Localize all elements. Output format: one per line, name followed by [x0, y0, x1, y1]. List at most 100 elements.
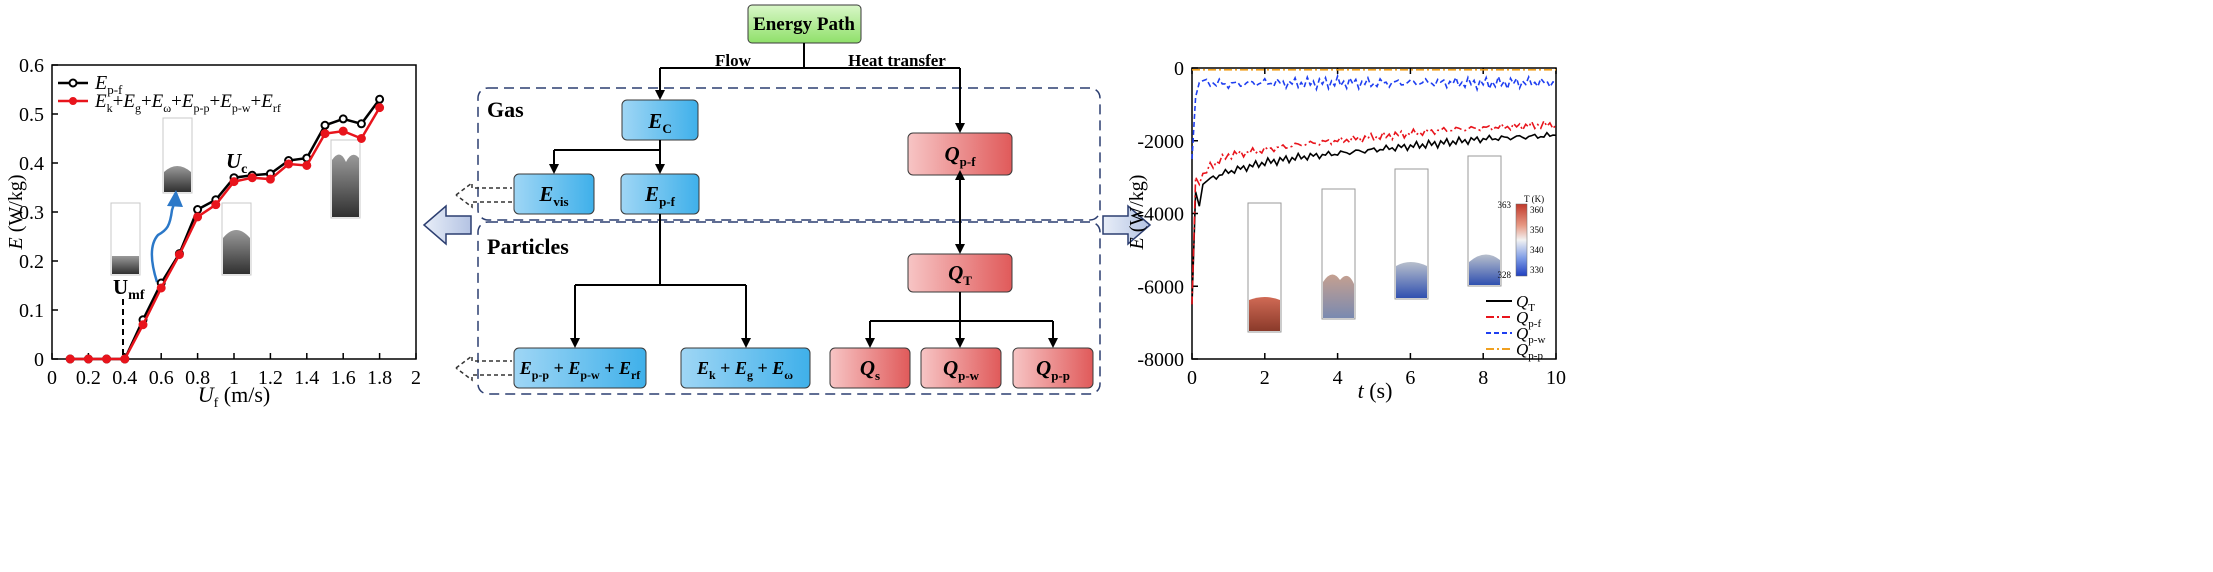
right-y-tick-label: -6000: [1137, 276, 1184, 298]
left-series-point-1: [102, 354, 112, 364]
left-series-point-0: [375, 94, 385, 104]
colorbar-tick-340: 340: [1530, 245, 1544, 255]
colorbar-tick-328: 328: [1498, 270, 1512, 280]
legend-label-qt: QT: [1516, 292, 1535, 314]
left-series-point-1: [356, 134, 366, 143]
legend-label-qpw: Qp-w: [1516, 324, 1545, 346]
right-x-tick-label: 4: [1333, 367, 1343, 389]
left-series-point-1: [320, 129, 330, 139]
right-bed-insets: [1247, 155, 1502, 333]
left-series-point-1: [229, 177, 239, 187]
right-y-tick-label: 0: [1174, 58, 1184, 80]
left-series-point-1: [375, 103, 385, 113]
left-series-point-1: [120, 354, 130, 364]
energy-path-label: Energy Path: [753, 14, 855, 35]
legend-label-epf: Ep-f: [94, 72, 123, 97]
colorbar-title: T (K): [1524, 194, 1544, 204]
gas-output-arrow: [455, 181, 512, 209]
left-x-tick-label: 1.4: [294, 367, 319, 389]
left-big-arrow: [422, 204, 472, 246]
left-y-tick-label: 0.3: [19, 202, 44, 224]
left-x-tick-label: 1.2: [258, 367, 283, 389]
temp-inset-3-particles: [1396, 262, 1427, 298]
left-series-point-1: [265, 174, 275, 184]
left-y-axis-label: E (W/kg): [5, 175, 27, 251]
particles-region: [477, 221, 1101, 395]
left-series-point-0: [193, 205, 203, 215]
left-x-tick-label: 0.2: [76, 367, 101, 389]
legend-label-sum: Ek+Eg+Eω+Ep-p+Ep-w+Erf: [94, 91, 281, 115]
flow-label: Flow: [715, 51, 752, 70]
colorbar-tick-360: 360: [1530, 205, 1544, 215]
left-y-tick-label: 0.2: [19, 251, 44, 273]
node-qs: [829, 347, 911, 389]
right-x-tick-label: 10: [1546, 367, 1566, 389]
right-y-tick-label: -8000: [1137, 349, 1184, 371]
left-series-point-1: [247, 173, 257, 183]
left-y-ticks: 00.10.20.30.40.50.6: [19, 55, 58, 371]
left-y-tick-label: 0.1: [19, 300, 44, 322]
left-x-tick-label: 1: [229, 367, 239, 389]
bed-inset-2-particles: [164, 166, 191, 192]
left-series-point-1: [83, 354, 93, 364]
left-series-point-1: [65, 354, 75, 364]
right-y-tick-label: -2000: [1137, 131, 1184, 153]
temp-inset-1-particles: [1249, 297, 1280, 331]
gas-label: Gas: [487, 97, 524, 122]
energy-diagram: Gas Particles Energy Path Flow Heat tran…: [455, 4, 1101, 395]
node-evis: [513, 173, 595, 215]
right-y-axis-label: E (W/kg): [1126, 175, 1148, 251]
left-series-point-0: [320, 120, 330, 130]
node-qpw: [920, 347, 1002, 389]
legend-label-qpf: Qp-f: [1516, 308, 1541, 330]
node-epp-sum: [513, 347, 647, 389]
node-epp-sum-label: Ep-p + Ep-w + Erf: [519, 358, 642, 382]
transition-arrow: [150, 203, 176, 283]
colorbar-tick-363: 363: [1498, 200, 1512, 210]
right-series-line-0: [1191, 131, 1557, 305]
node-qpf-label: Qp-f: [944, 142, 976, 169]
umf-annotation: Umf: [113, 275, 145, 303]
node-qt-label: QT: [948, 261, 972, 288]
right-x-tick-label: 2: [1260, 367, 1270, 389]
right-x-tick-label: 8: [1478, 367, 1488, 389]
node-qpp-label: Qp-p: [1036, 356, 1070, 383]
node-ek-sum: [680, 347, 811, 389]
transition-arrow-head: [167, 190, 183, 207]
right-series-line-1: [1191, 119, 1557, 305]
heat-transfer-label: Heat transfer: [848, 51, 946, 70]
colorbar-tick-350: 350: [1530, 225, 1544, 235]
colorbar-gradient: [1515, 203, 1528, 277]
left-series-point-1: [156, 283, 166, 293]
right-x-tick-label: 0: [1187, 367, 1197, 389]
left-x-tick-label: 2: [411, 367, 421, 389]
legend-label-qpp: Qp-p: [1516, 340, 1543, 362]
left-series-point-0: [338, 114, 348, 124]
legend-marker-epf: [68, 78, 78, 88]
left-y-tick-label: 0.5: [19, 104, 44, 126]
right-x-axis-label: t (s): [1358, 378, 1393, 403]
left-series: [65, 94, 385, 364]
left-x-tick-label: 0.4: [112, 367, 137, 389]
left-series-point-1: [211, 200, 221, 210]
right-big-arrow: [1102, 204, 1152, 246]
uc-annotation: Uc: [226, 149, 247, 177]
particles-label: Particles: [487, 234, 569, 259]
temp-inset-2-particles: [1323, 274, 1354, 318]
node-qpp: [1012, 347, 1094, 389]
left-series-point-1: [193, 212, 203, 222]
bed-inset-1-particles: [112, 256, 139, 274]
bed-inset-4-particles: [332, 154, 359, 217]
node-epf-label: Ep-f: [644, 182, 676, 209]
temp-inset-4-particles: [1469, 254, 1500, 285]
right-legend: QT Qp-f Qp-w Qp-p: [1486, 292, 1545, 362]
temperature-colorbar: T (K) 363 360 350 340 330 328: [1498, 194, 1545, 280]
right-y-tick-label: -4000: [1137, 204, 1184, 226]
left-bed-insets: [110, 117, 361, 276]
node-ek-sum-label: Ek + Eg + Eω: [696, 358, 793, 382]
left-series-point-1: [138, 320, 148, 330]
left-x-tick-label: 0.8: [185, 367, 210, 389]
